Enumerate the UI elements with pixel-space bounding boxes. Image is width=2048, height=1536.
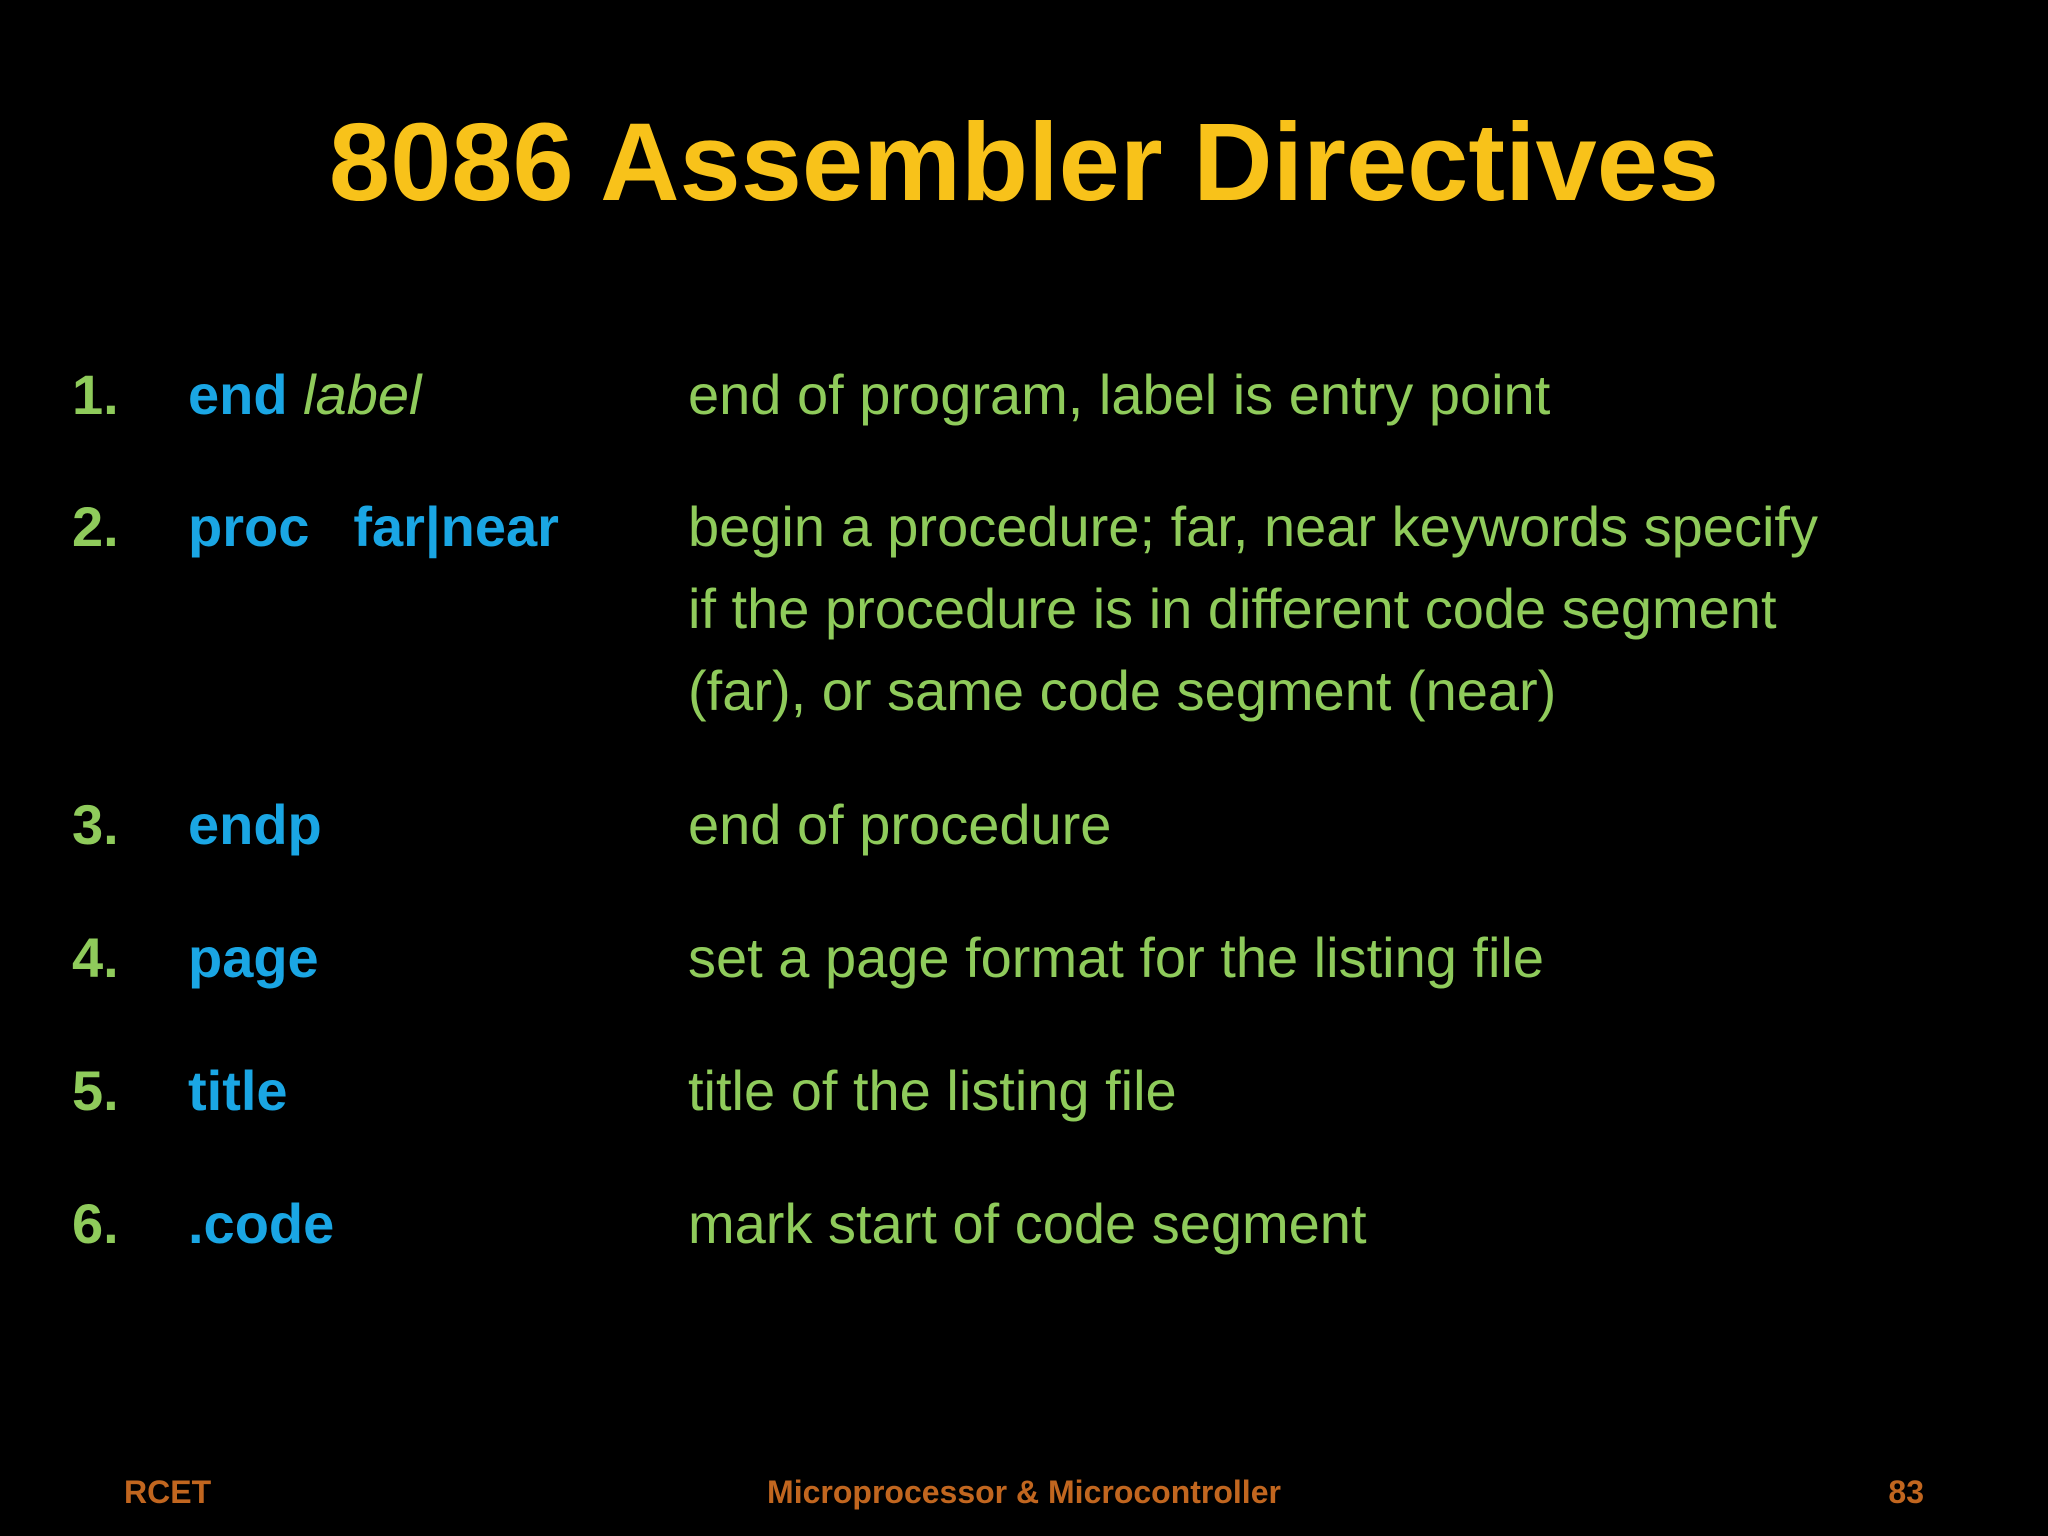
description-line: if the procedure is in different code se… xyxy=(688,577,1777,640)
directive-keyword: proc far|near xyxy=(188,486,559,568)
description-line: mark start of code segment xyxy=(688,1192,1367,1255)
description-line: end of procedure xyxy=(688,793,1112,856)
directive-description: title of the listing file xyxy=(688,1050,1988,1132)
directive-description: end of program, label is entry point xyxy=(688,354,1988,436)
footer-page-number: 83 xyxy=(1888,1474,1924,1510)
directive-argument: label xyxy=(303,363,422,426)
directive-keyword: title xyxy=(188,1050,288,1132)
description-line: end of program, label is entry point xyxy=(688,363,1551,426)
directive-name: endp xyxy=(188,793,322,856)
directive-name: .code xyxy=(188,1192,335,1255)
item-number: 1. xyxy=(72,363,119,426)
description-line: begin a procedure; far, near keywords sp… xyxy=(688,495,1818,558)
item-number: 3. xyxy=(72,793,119,856)
directive-description: mark start of code segment xyxy=(688,1183,1988,1265)
directive-description: set a page format for the listing file xyxy=(688,917,1988,999)
directive-description: begin a procedure; far, near keywords sp… xyxy=(688,486,1988,732)
item-number: 5. xyxy=(72,1059,119,1122)
description-line: title of the listing file xyxy=(688,1059,1177,1122)
footer-institution: RCET xyxy=(124,1474,212,1510)
directive-keyword: endp xyxy=(188,784,322,866)
directive-keyword: .code xyxy=(188,1183,334,1265)
directive-name: page xyxy=(188,926,319,989)
slide-title: 8086 Assembler Directives xyxy=(328,101,1720,224)
directive-description: end of procedure xyxy=(688,784,1988,866)
directive-argument: far|near xyxy=(353,495,559,558)
description-line: (far), or same code segment (near) xyxy=(688,659,1557,722)
directive-name: proc xyxy=(188,495,310,558)
item-number: 4. xyxy=(72,926,119,989)
footer-course-title: Microprocessor & Microcontroller xyxy=(767,1474,1281,1510)
directive-keyword: page xyxy=(188,917,319,999)
description-line: set a page format for the listing file xyxy=(688,926,1544,989)
item-number: 2. xyxy=(72,495,119,558)
directive-name: end xyxy=(188,363,288,426)
directive-name: title xyxy=(188,1059,288,1122)
item-number: 6. xyxy=(72,1192,119,1255)
directive-keyword: end label xyxy=(188,354,421,436)
